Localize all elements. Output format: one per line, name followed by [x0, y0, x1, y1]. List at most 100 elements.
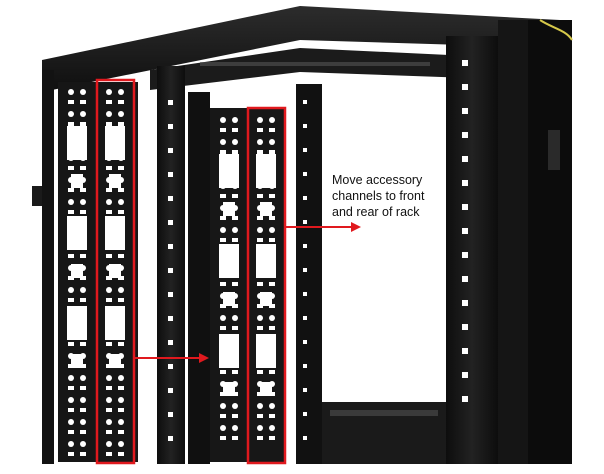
post-mount-holes: [168, 60, 468, 441]
arrow-annotation-head: [351, 222, 361, 232]
mount-slot: [80, 452, 86, 456]
post-square-hole: [303, 316, 307, 320]
mount-slot: [220, 128, 226, 132]
mount-hole: [106, 397, 112, 403]
mount-slot: [232, 194, 238, 198]
mount-slot: [68, 254, 74, 258]
mount-hole: [80, 89, 86, 95]
highlight-box-front-channel: [95, 78, 136, 465]
cutout-large: [256, 244, 276, 278]
mount-slot: [68, 100, 74, 104]
mount-slot: [118, 166, 124, 170]
mount-slot: [118, 122, 124, 126]
mount-slot: [269, 436, 275, 440]
post-square-hole: [168, 388, 173, 393]
mount-hole: [80, 199, 86, 205]
rack-bottom-rail-slots: [330, 410, 438, 416]
mount-hole: [232, 139, 238, 145]
mount-slot: [106, 298, 112, 302]
post-square-hole: [168, 148, 173, 153]
cutout-large: [219, 334, 239, 368]
mount-slot: [232, 414, 238, 418]
mount-slot: [220, 216, 226, 220]
mount-slot: [106, 100, 112, 104]
mount-slot: [118, 430, 124, 434]
rack-right-post-inner: [446, 36, 498, 464]
mount-slot: [269, 128, 275, 132]
mount-slot: [68, 122, 74, 126]
cutout-large: [105, 216, 125, 250]
post-square-hole: [462, 108, 468, 114]
mount-hole: [106, 89, 112, 95]
mount-hole: [80, 375, 86, 381]
mount-slot: [232, 436, 238, 440]
rack-right-side-panel: [528, 20, 572, 464]
mount-slot: [68, 342, 74, 346]
mount-hole: [118, 89, 124, 95]
mount-hole: [68, 111, 74, 117]
cutout-small: [260, 292, 272, 306]
mount-slot: [80, 342, 86, 346]
cutout-small: [71, 174, 83, 188]
mount-slot: [257, 128, 263, 132]
mount-slot: [269, 370, 275, 374]
cutout-large: [219, 154, 239, 188]
post-square-hole: [462, 228, 468, 234]
mount-slot: [106, 386, 112, 390]
mount-hole: [232, 403, 238, 409]
post-square-hole: [462, 204, 468, 210]
mount-slot: [220, 282, 226, 286]
post-square-hole: [462, 156, 468, 162]
post-square-hole: [303, 436, 307, 440]
post-square-hole: [303, 148, 307, 152]
mount-hole: [68, 397, 74, 403]
annotation-line-2: channels to front: [332, 189, 425, 203]
post-square-hole: [303, 124, 307, 128]
mount-slot: [220, 414, 226, 418]
mount-hole: [220, 227, 226, 233]
mount-slot: [269, 238, 275, 242]
mount-hole: [257, 425, 263, 431]
mount-hole: [106, 287, 112, 293]
mount-hole: [118, 287, 124, 293]
mount-slot: [106, 122, 112, 126]
mount-slot: [118, 298, 124, 302]
mount-hole: [232, 315, 238, 321]
post-square-hole: [462, 252, 468, 258]
post-square-hole: [303, 172, 307, 176]
mount-slot: [220, 326, 226, 330]
post-square-hole: [168, 196, 173, 201]
mount-hole: [106, 111, 112, 117]
mount-slot: [257, 282, 263, 286]
mount-hole: [269, 425, 275, 431]
arrow-front-to-rear-head: [199, 353, 209, 363]
mount-slot: [257, 216, 263, 220]
cutout-large: [219, 244, 239, 278]
post-square-hole: [462, 348, 468, 354]
post-square-hole: [462, 60, 468, 66]
cutout-large: [105, 126, 125, 160]
post-square-hole: [462, 132, 468, 138]
mount-hole: [269, 117, 275, 123]
post-square-hole: [168, 436, 173, 441]
mount-slot: [269, 216, 275, 220]
cutout-large: [67, 216, 87, 250]
post-square-hole: [303, 100, 307, 104]
mount-slot: [68, 210, 74, 214]
mount-slot: [80, 298, 86, 302]
mount-slot: [257, 194, 263, 198]
mount-hole: [68, 375, 74, 381]
mount-slot: [220, 194, 226, 198]
post-square-hole: [168, 364, 173, 369]
mount-slot: [68, 188, 74, 192]
mount-slot: [269, 326, 275, 330]
mount-hole: [257, 403, 263, 409]
mount-slot: [118, 408, 124, 412]
rack-right-post-outer: [498, 20, 528, 464]
mount-slot: [106, 342, 112, 346]
mount-hole: [269, 139, 275, 145]
mount-hole: [118, 111, 124, 117]
mount-hole: [220, 403, 226, 409]
annotation-line-3: and rear of rack: [332, 205, 420, 219]
